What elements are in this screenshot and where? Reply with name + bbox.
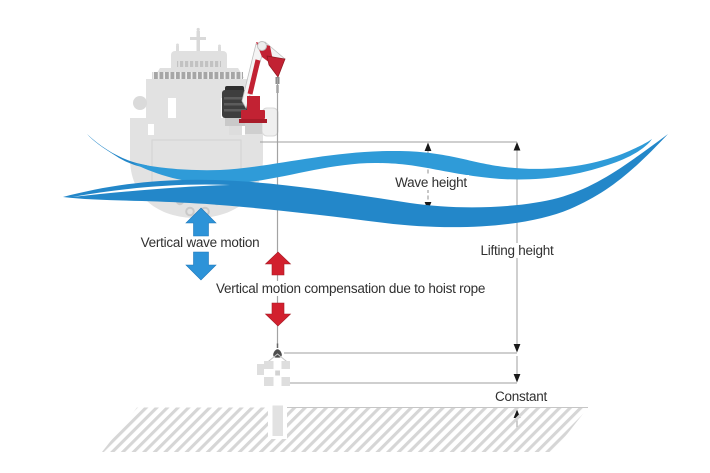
constant-label: Constant: [492, 389, 550, 404]
vertical-motion-compensation-label: Vertical motion compensation due to hois…: [214, 281, 488, 296]
lifting-height-down-arrowhead-icon: [513, 344, 521, 353]
wave-band-top: [133, 139, 652, 185]
wave-height-label: Wave height: [393, 175, 469, 190]
crane-red-parts: [241, 42, 286, 119]
sea-waves: [63, 134, 668, 228]
compensation-down-arrow-icon: [264, 302, 292, 327]
lifting-height-up-arrowhead-icon: [513, 142, 521, 151]
hatched-quay: [102, 407, 588, 452]
constant-down-arrowhead-icon: [513, 374, 521, 383]
lifting-height-label: Lifting height: [478, 243, 556, 258]
load-side-tab: [257, 364, 264, 375]
vertical-wave-motion-arrows: [185, 207, 217, 281]
compensation-up-arrow-icon: [264, 251, 292, 276]
wave-height-up-arrowhead-icon: [424, 142, 432, 151]
vertical-wave-motion-label: Vertical wave motion: [140, 235, 260, 250]
crane: [222, 41, 286, 137]
wave-motion-down-arrow-icon: [185, 251, 217, 281]
ground: [102, 405, 588, 452]
wave-band-bottom: [63, 134, 668, 228]
compensation-arrows: [264, 251, 292, 327]
load-assembly: [257, 343, 290, 386]
wave-motion-up-arrow-icon: [185, 207, 217, 237]
wave-white-sliver: [72, 184, 230, 197]
ground-slot: [272, 405, 283, 436]
